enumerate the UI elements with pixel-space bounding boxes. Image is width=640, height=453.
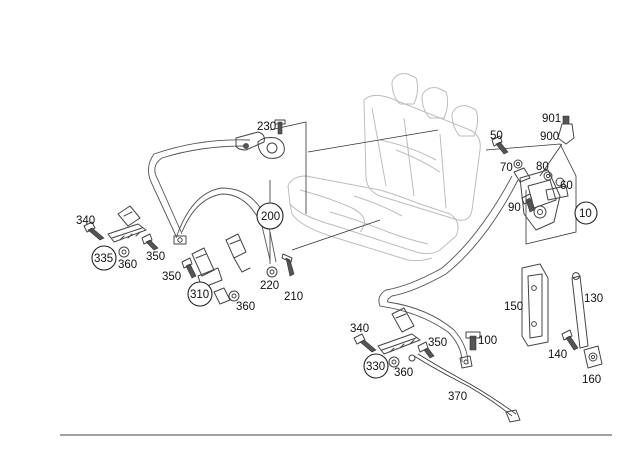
mounting-plate-150 — [521, 263, 549, 347]
label-335: 335 — [94, 253, 113, 265]
label-350-left: 350 — [146, 251, 165, 263]
label-350-mid: 350 — [162, 271, 181, 283]
nut-220 — [266, 266, 278, 278]
label-901: 901 — [542, 113, 561, 125]
label-80: 80 — [536, 161, 549, 173]
label-210: 210 — [284, 291, 303, 303]
label-150: 150 — [504, 301, 523, 313]
label-90: 90 — [508, 202, 521, 214]
label-360-mid: 360 — [236, 301, 255, 313]
buckle-assembly-310 — [181, 233, 251, 305]
rod-130 — [571, 272, 589, 349]
label-140: 140 — [548, 349, 567, 361]
callout-circle-330 — [363, 353, 389, 379]
label-160: 160 — [582, 374, 601, 386]
label-360-left: 360 — [118, 259, 137, 271]
rear-seat-illustration — [287, 73, 481, 262]
callout-circle-200 — [256, 202, 284, 230]
label-230: 230 — [257, 121, 276, 133]
label-310: 310 — [190, 289, 209, 301]
label-350-lower: 350 — [428, 337, 447, 349]
label-70: 70 — [500, 162, 513, 174]
centre-belt-assembly — [378, 167, 531, 369]
retractor-assembly-10 — [485, 115, 577, 245]
callout-circle-335 — [91, 245, 117, 271]
label-330: 330 — [366, 361, 385, 373]
label-220: 220 — [260, 280, 279, 292]
label-340-left: 340 — [76, 215, 95, 227]
label-340-lower: 340 — [350, 323, 369, 335]
bolt-230 — [274, 119, 286, 135]
label-60: 60 — [560, 180, 573, 192]
anchor-160 — [583, 345, 603, 369]
buckle-assembly-330 — [353, 307, 521, 423]
label-100: 100 — [478, 335, 497, 347]
label-130: 130 — [584, 293, 603, 305]
callout-circle-10 — [574, 201, 598, 225]
bolt-140 — [561, 329, 579, 351]
label-200: 200 — [261, 211, 280, 223]
buckle-assembly-335 — [83, 205, 159, 258]
label-370: 370 — [448, 391, 467, 403]
bolt-210 — [281, 253, 295, 277]
label-50: 50 — [490, 130, 503, 142]
label-360-lower: 360 — [394, 367, 413, 379]
label-10: 10 — [579, 208, 592, 220]
label-900: 900 — [540, 131, 559, 143]
callout-circle-310 — [187, 281, 213, 307]
